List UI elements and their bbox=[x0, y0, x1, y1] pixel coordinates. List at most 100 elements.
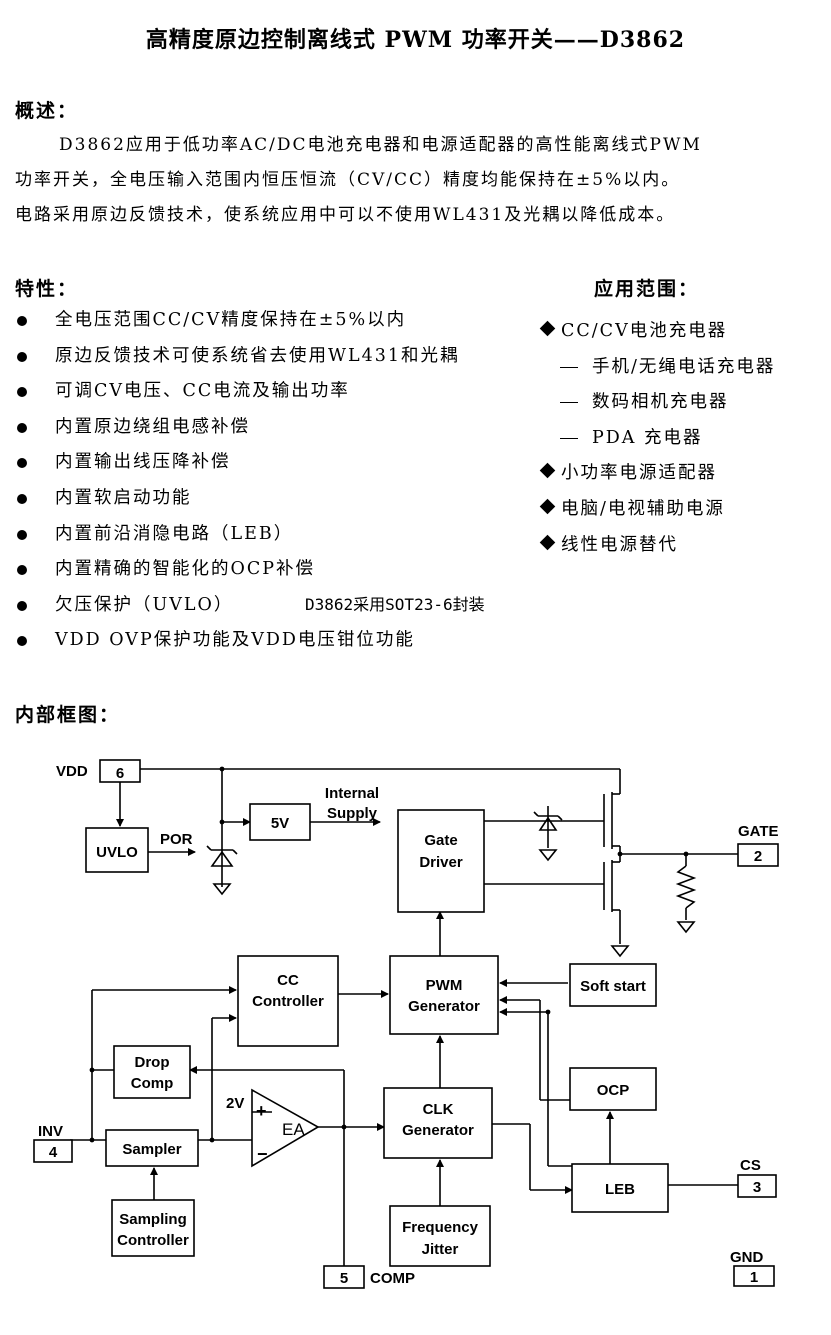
drop-comp-line1: Drop bbox=[135, 1054, 170, 1071]
pin-gate-box bbox=[737, 843, 779, 867]
pin-gnd-box bbox=[733, 1265, 775, 1287]
soft-start-text: Soft start bbox=[580, 978, 646, 995]
pin-vdd-box bbox=[99, 759, 141, 783]
5v-block bbox=[249, 803, 311, 841]
gate-driver-block bbox=[397, 809, 485, 913]
applications-list: CC/CV电池充电器 手机/无绳电话充电器 数码相机充电器 PDA 充电器 小功… bbox=[538, 316, 828, 565]
sampling-controller-line1: Sampling bbox=[119, 1211, 187, 1228]
internal-supply-line2: Supply bbox=[327, 805, 378, 822]
feature-item: 原边反馈技术可使系统省去使用WL431和光耦 bbox=[15, 341, 535, 377]
application-subitem: PDA 充电器 bbox=[538, 423, 828, 459]
bullet-icon bbox=[17, 493, 27, 504]
drop-comp-block bbox=[113, 1045, 191, 1099]
bullet-icon bbox=[17, 316, 27, 326]
block-diagram-heading: 内部框图： bbox=[15, 704, 121, 726]
pin-vdd-number: 6 bbox=[116, 765, 124, 782]
overview-line-3: 电路采用原边反馈技术，使系统应用中可以不使用WL431及光耦以降低成本。 bbox=[15, 205, 676, 225]
pin-vdd-label: VDD bbox=[56, 763, 88, 780]
uvlo-block bbox=[85, 827, 149, 873]
sampler-text: Sampler bbox=[122, 1141, 181, 1158]
features-list: 全电压范围CC/CV精度保持在±5%以内 原边反馈技术可使系统省去使用WL431… bbox=[15, 305, 535, 661]
bullet-icon bbox=[17, 600, 27, 611]
overview-paragraph: D3862应用于低功率AC/DC电池充电器和电源适配器的高性能离线式PWM 功率… bbox=[15, 128, 815, 233]
feature-item: 内置原边绕组电感补偿 bbox=[15, 412, 535, 448]
pin-gnd-number: 1 bbox=[750, 1269, 758, 1286]
pin-cs-number: 3 bbox=[753, 1179, 761, 1196]
ground-left-icon bbox=[212, 883, 232, 896]
ea-minus-sign: − bbox=[257, 1144, 268, 1164]
pin-comp-label: COMP bbox=[370, 1270, 415, 1287]
cc-controller-block bbox=[237, 955, 339, 1047]
gate-driver-line2: Driver bbox=[419, 854, 463, 871]
pin-cs-box bbox=[737, 1174, 777, 1198]
soft-start-block bbox=[569, 963, 657, 1007]
ground-resistor-icon bbox=[676, 921, 696, 934]
feature-item: 可调CV电压、CC电流及输出功率 bbox=[15, 376, 535, 412]
application-subitem: 数码相机充电器 bbox=[538, 387, 828, 423]
overview-heading: 概述： bbox=[15, 100, 79, 122]
bullet-icon bbox=[17, 387, 27, 398]
5v-text: 5V bbox=[271, 815, 289, 832]
feature-item: VDD OVP保护功能及VDD电压钳位功能 bbox=[15, 625, 535, 661]
internal-supply-line1: Internal bbox=[325, 785, 379, 802]
pwm-generator-line2: Generator bbox=[408, 998, 480, 1015]
ground-zener-right-icon bbox=[538, 849, 558, 862]
dash-icon bbox=[560, 437, 578, 439]
feature-item: 全电压范围CC/CV精度保持在±5%以内 bbox=[15, 305, 535, 341]
bullet-icon bbox=[17, 529, 27, 540]
pin-gnd-label: GND bbox=[730, 1249, 764, 1266]
pwm-generator-line1: PWM bbox=[426, 977, 463, 994]
dash-icon bbox=[560, 402, 578, 404]
application-subitem: 手机/无绳电话充电器 bbox=[538, 352, 828, 388]
frequency-jitter-line2: Jitter bbox=[422, 1241, 459, 1258]
ea-reference-text: 2V bbox=[226, 1095, 244, 1112]
frequency-jitter-line1: Frequency bbox=[402, 1219, 479, 1236]
bullet-icon bbox=[17, 565, 27, 576]
application-item: 线性电源替代 bbox=[538, 530, 828, 566]
clk-generator-line1: CLK bbox=[423, 1101, 454, 1118]
clk-generator-line2: Generator bbox=[402, 1122, 474, 1139]
pin-gate-label: GATE bbox=[738, 823, 779, 840]
cc-controller-line2: Controller bbox=[252, 993, 324, 1010]
sampling-controller-line2: Controller bbox=[117, 1232, 189, 1249]
bullet-icon bbox=[17, 636, 27, 647]
pin-gate-number: 2 bbox=[754, 848, 762, 865]
feature-item: 内置精确的智能化的OCP补偿 bbox=[15, 554, 535, 590]
ea-plus-sign: + bbox=[256, 1101, 267, 1121]
ea-text: EA bbox=[282, 1120, 305, 1139]
pin-comp-number: 5 bbox=[340, 1270, 348, 1287]
dash-icon bbox=[560, 366, 578, 368]
leb-block bbox=[571, 1163, 669, 1213]
overview-line-1: D3862应用于低功率AC/DC电池充电器和电源适配器的高性能离线式PWM bbox=[59, 135, 702, 155]
pin-inv-number: 4 bbox=[49, 1144, 58, 1161]
feature-item: 内置软启动功能 bbox=[15, 483, 535, 519]
pin-comp-box bbox=[323, 1265, 365, 1289]
overview-line-2: 功率开关，全电压输入范围内恒压恒流（CV/CC）精度均能保持在±5%以内。 bbox=[15, 170, 681, 190]
por-text: POR bbox=[160, 831, 193, 848]
pin-cs-label: CS bbox=[740, 1157, 761, 1174]
zener-right-icon bbox=[533, 811, 563, 831]
resistor-icon bbox=[675, 865, 697, 909]
document-title: 高精度原边控制离线式 PWM 功率开关——D3862 bbox=[145, 27, 686, 53]
feature-item: 内置前沿消隐电路（LEB） bbox=[15, 519, 535, 555]
bullet-icon bbox=[17, 351, 27, 362]
ocp-block bbox=[569, 1067, 657, 1111]
bullet-icon bbox=[17, 422, 27, 433]
clk-generator-block bbox=[383, 1087, 493, 1159]
cc-controller-line1: CC bbox=[277, 972, 299, 989]
sampling-controller-block bbox=[111, 1199, 195, 1257]
pin-inv-box bbox=[33, 1139, 73, 1163]
features-heading: 特性： bbox=[15, 278, 79, 300]
application-item: 电脑/电视辅助电源 bbox=[538, 494, 828, 530]
frequency-jitter-block bbox=[389, 1205, 491, 1267]
bullet-icon bbox=[17, 458, 27, 469]
ground-mosfet-icon bbox=[610, 945, 630, 958]
applications-heading: 应用范围： bbox=[594, 278, 700, 300]
package-note: D3862采用SOT23-6封装 bbox=[305, 594, 485, 614]
drop-comp-line2: Comp bbox=[131, 1075, 174, 1092]
gate-driver-line1: Gate bbox=[424, 832, 457, 849]
uvlo-text: UVLO bbox=[96, 844, 138, 861]
ocp-text: OCP bbox=[597, 1082, 630, 1099]
error-amplifier-icon bbox=[251, 1088, 320, 1168]
